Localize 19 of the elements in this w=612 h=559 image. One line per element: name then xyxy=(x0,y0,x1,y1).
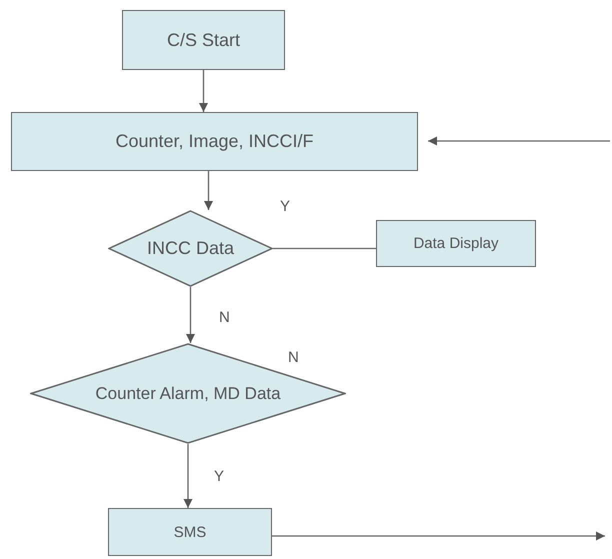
node-text: INCC Data xyxy=(146,238,234,259)
process-box xyxy=(11,112,418,171)
node-text: Counter, Image, INCCI/F xyxy=(115,131,314,152)
decision-diamond xyxy=(108,210,273,287)
arrow xyxy=(186,287,195,343)
process-box xyxy=(122,10,285,70)
node-text: Counter Alarm, MD Data xyxy=(95,384,281,404)
arrow xyxy=(428,136,610,146)
decision-diamond xyxy=(30,343,346,444)
arrow xyxy=(184,444,192,508)
connector-line xyxy=(273,248,376,250)
process-box xyxy=(376,220,536,267)
arrow xyxy=(199,70,208,112)
node-text: SMS xyxy=(174,524,206,540)
node-text: C/S Start xyxy=(166,30,240,50)
arrow xyxy=(204,171,213,210)
process-box xyxy=(108,508,272,556)
arrow xyxy=(272,532,605,540)
node-text: Data Display xyxy=(413,235,499,252)
